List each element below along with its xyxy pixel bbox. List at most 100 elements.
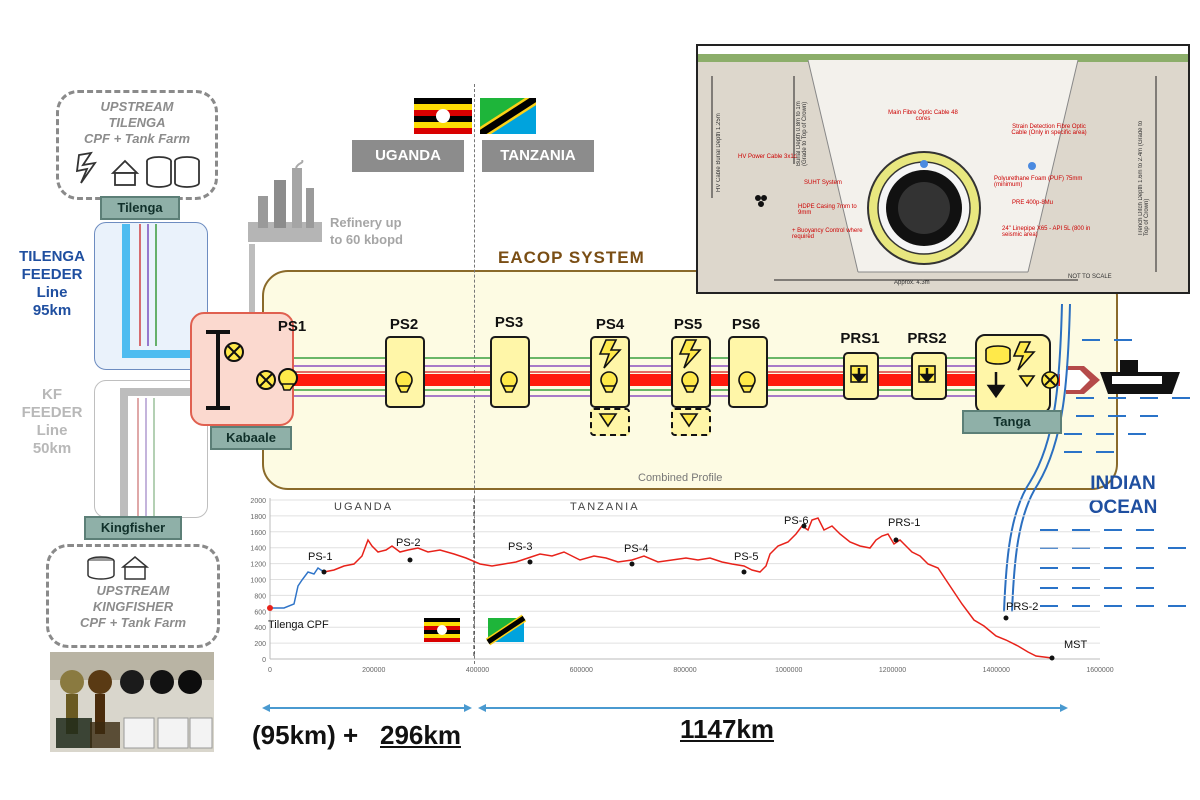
- kingfisher-tag: Kingfisher: [84, 516, 182, 540]
- distance-uganda: 296km: [380, 720, 461, 750]
- power-bolt-icon: [1012, 341, 1036, 371]
- trench-drawing: [698, 54, 1188, 292]
- tilenga-feeder-line3: Line: [36, 284, 68, 301]
- cs-linepipe: 24" Linepipe X65 - API 5L (800 in seismi…: [1002, 226, 1091, 238]
- tank-farm-icon: [75, 151, 200, 188]
- y-tick-label: 1600: [250, 530, 266, 537]
- y-tick-label: 400: [254, 625, 266, 632]
- station-label-ps1: PS1: [277, 318, 307, 335]
- cs-puf: Polyurethane Foam (PUF) 75mm (minimum): [994, 176, 1083, 188]
- x-tick-label: 0: [268, 667, 272, 674]
- uganda-mini-flag-icon: [424, 618, 460, 642]
- cs-pre: PRE 400p-8Mu: [1012, 200, 1054, 206]
- tanzania-flag-icon: [480, 98, 536, 134]
- tanzania-mini-flag-icon: [485, 614, 527, 646]
- tanzania-label: TANZANIA: [482, 140, 594, 172]
- upstream-kingfisher-line3: CPF + Tank Farm: [79, 615, 187, 630]
- station-label-ps2: PS2: [389, 316, 419, 333]
- refinery-line1: Refinery up: [330, 215, 402, 230]
- cs-buoyancy: + Buoyancy Control where required: [792, 228, 863, 240]
- profile-point-ps3: PS-3: [508, 541, 532, 553]
- tilenga-feeder-label: TILENGA FEEDER Line 95km: [10, 248, 94, 320]
- kabaale-tag: Kabaale: [210, 426, 292, 450]
- cs-not-to-scale: NOT TO SCALE: [1068, 274, 1112, 280]
- pump-icon: [395, 371, 413, 393]
- pump-icon: [500, 371, 518, 393]
- y-tick-label: 600: [254, 609, 266, 616]
- uganda-label: UGANDA: [352, 140, 464, 172]
- profile-point-ps2: PS-2: [396, 537, 420, 549]
- y-tick-label: 200: [254, 641, 266, 648]
- profile-point-mst: MST: [1064, 639, 1088, 651]
- profile-point-ps1: PS-1: [308, 551, 332, 563]
- y-tick-label: 1000: [250, 578, 266, 585]
- kf-feeder-line1: KF: [42, 386, 62, 403]
- uganda-flag-icon: [414, 98, 472, 134]
- upstream-tilenga-box: UPSTREAM TILENGA CPF + Tank Farm: [56, 90, 218, 200]
- power-bolt-icon: [678, 339, 702, 369]
- cs-hv-power: HV Power Cable 3x1c: [738, 154, 797, 160]
- kf-feeder-box: [94, 380, 208, 518]
- tanker-ship-icon: [1100, 360, 1180, 394]
- tilenga-feeder-box: [94, 222, 208, 370]
- x-tick-label: 400000: [466, 667, 489, 674]
- profile-point-prs1: PRS-1: [888, 517, 920, 529]
- tanga-tag: Tanga: [962, 410, 1062, 434]
- y-tick-label: 1800: [250, 514, 266, 521]
- profile-country-uganda: UGANDA: [334, 501, 393, 513]
- pipe-cross-section-panel: HV Cable Burial Depth 1.25m Burial Depth…: [696, 44, 1190, 294]
- station-label-prs1: PRS1: [840, 330, 880, 347]
- refinery-line2: to 60 kbopd: [330, 232, 403, 247]
- y-tick-label: 1400: [250, 546, 266, 553]
- storage-tank-icon: [87, 556, 150, 580]
- refinery-icon: [248, 160, 322, 242]
- x-tick-label: 200000: [362, 667, 385, 674]
- tilenga-feeder-line1: TILENGA: [19, 248, 85, 265]
- refinery-label: Refinery up to 60 kbopd: [330, 214, 403, 248]
- profile-point-ps5: PS-5: [734, 551, 758, 563]
- eacop-system-title: EACOP SYSTEM: [498, 248, 645, 267]
- tilenga-feeder-line2: FEEDER: [21, 266, 83, 283]
- ocean-line2: OCEAN: [1088, 497, 1158, 518]
- kf-feeder-line2: FEEDER: [21, 404, 83, 421]
- power-bolt-icon: [598, 339, 622, 369]
- station-label-ps4: PS4: [595, 316, 625, 333]
- station-label-prs2: PRS2: [907, 330, 947, 347]
- cs-heat-tracing: SUHT System: [804, 180, 842, 186]
- elevation-line-main: [323, 517, 1053, 659]
- profile-point-prs2: PRS-2: [1006, 601, 1038, 613]
- ocean-line1: INDIAN: [1090, 473, 1156, 494]
- y-tick-label: 0: [262, 657, 266, 664]
- x-tick-label: 800000: [673, 667, 696, 674]
- tilenga-tag: Tilenga: [100, 196, 180, 220]
- x-tick-label: 1400000: [983, 667, 1010, 674]
- cs-main-fibre: Main Fibre Optic Cable 48 cores: [888, 110, 958, 122]
- profile-point-ps6: PS-6: [784, 515, 808, 527]
- indian-ocean-label: INDIAN OCEAN: [1078, 472, 1168, 520]
- upstream-tilenga-line2: TILENGA: [108, 115, 166, 130]
- pump-icon: [681, 371, 699, 393]
- cs-strain-fibre: Strain Detection Fibre Optic Cable (Only…: [1011, 124, 1087, 136]
- kf-feeder-line4: 50km: [32, 440, 72, 457]
- upstream-kingfisher-line2: KINGFISHER: [92, 599, 174, 614]
- x-tick-label: 600000: [570, 667, 593, 674]
- distance-tanzania: 1147km: [680, 714, 774, 744]
- elevation-line-tilenga: [270, 566, 325, 609]
- upstream-kingfisher-line1: UPSTREAM: [96, 583, 170, 598]
- tilenga-feeder-line4: 95km: [32, 302, 72, 319]
- profile-point-ps4: PS-4: [624, 543, 648, 555]
- x-tick-label: 1200000: [879, 667, 906, 674]
- kf-feeder-label: KF FEEDER Line 50km: [12, 386, 92, 458]
- y-tick-label: 800: [254, 593, 266, 600]
- y-tick-label: 1200: [250, 562, 266, 569]
- station-label-ps5: PS5: [673, 316, 703, 333]
- station-label-ps3: PS3: [494, 314, 524, 331]
- upstream-kingfisher-box: UPSTREAM KINGFISHER CPF + Tank Farm: [46, 544, 220, 648]
- pump-icon: [738, 371, 756, 393]
- station-label-ps6: PS6: [731, 316, 761, 333]
- distance-feeder: (95km) +: [252, 720, 359, 750]
- x-tick-label: 1600000: [1086, 667, 1113, 674]
- profile-country-tanzania: TANZANIA: [570, 501, 640, 513]
